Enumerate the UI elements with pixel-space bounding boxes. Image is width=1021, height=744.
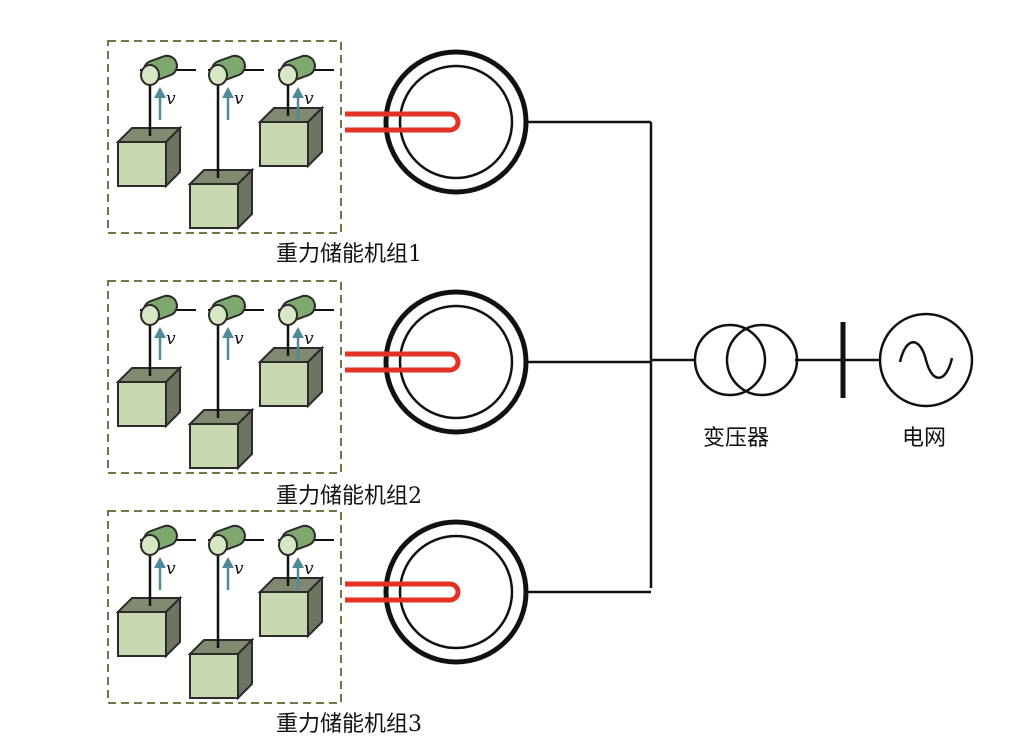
generator-inner-ring (398, 64, 514, 180)
unit-2-label: 重力储能机组2 (276, 484, 422, 509)
generator-inner-ring (398, 304, 514, 420)
velocity-arrow-head (222, 327, 234, 338)
grid-source-circle (878, 312, 974, 408)
unit-enclosure (107, 280, 342, 474)
velocity-arrow-head (222, 87, 234, 98)
weight-block-front (117, 141, 167, 187)
weight-block-front (189, 183, 239, 229)
transformer-label: 变压器 (703, 426, 770, 451)
weight-block-front (117, 611, 167, 657)
generator-inner-ring (398, 534, 514, 650)
weight-block-front (117, 381, 167, 427)
velocity-symbol: v (234, 559, 244, 579)
grid-source-symbol (878, 312, 974, 408)
velocity-arrow-head (292, 87, 304, 98)
velocity-symbol: v (166, 329, 176, 349)
transformer-winding-right (725, 323, 799, 397)
unit-1-label: 重力储能机组1 (276, 242, 422, 267)
velocity-arrow-head (154, 327, 166, 338)
weight-block-front (259, 121, 309, 167)
weight-block-front (189, 653, 239, 699)
hoist-3: v (257, 54, 334, 169)
velocity-arrow-head (154, 557, 166, 568)
hoist-2: v (187, 54, 264, 231)
winch-drum-end (278, 304, 298, 326)
velocity-arrow-head (292, 557, 304, 568)
grid-label: 电网 (902, 426, 947, 451)
hoist-2: v (187, 524, 264, 701)
weight-block-front (259, 361, 309, 407)
hoist-1: v (115, 54, 196, 189)
velocity-symbol: v (304, 329, 314, 349)
winch-drum-end (140, 304, 160, 326)
velocity-symbol: v (166, 559, 176, 579)
unit-3-label: 重力储能机组3 (276, 712, 422, 737)
units-layer: v v v v v v v v v (107, 40, 651, 704)
shaft-connector (345, 351, 461, 373)
velocity-symbol: v (304, 89, 314, 109)
winch-drum-end (140, 64, 160, 86)
winch-drum-end (208, 304, 228, 326)
hoist-3: v (257, 524, 334, 639)
velocity-symbol: v (234, 89, 244, 109)
winch-drum-end (278, 64, 298, 86)
shaft-connector (345, 581, 461, 603)
velocity-arrow-head (222, 557, 234, 568)
velocity-arrow-head (154, 87, 166, 98)
ac-wave-icon (898, 341, 954, 379)
winch-drum-end (140, 534, 160, 556)
weight-block-front (259, 591, 309, 637)
hoist-2: v (187, 294, 264, 471)
shaft-connector (345, 111, 461, 133)
unit-enclosure (107, 40, 342, 234)
winch-drum-end (278, 534, 298, 556)
winch-drum-end (208, 534, 228, 556)
transformer-winding-left (693, 323, 767, 397)
weight-block-front (189, 423, 239, 469)
velocity-symbol: v (304, 559, 314, 579)
hoist-1: v (115, 524, 196, 659)
transformer-symbol (693, 323, 799, 397)
hoist-1: v (115, 294, 196, 429)
velocity-symbol: v (234, 329, 244, 349)
hoist-3: v (257, 294, 334, 409)
bus-lines (649, 122, 880, 588)
unit-enclosure (107, 510, 342, 704)
velocity-symbol: v (166, 89, 176, 109)
winch-drum-end (208, 64, 228, 86)
velocity-arrow-head (292, 327, 304, 338)
